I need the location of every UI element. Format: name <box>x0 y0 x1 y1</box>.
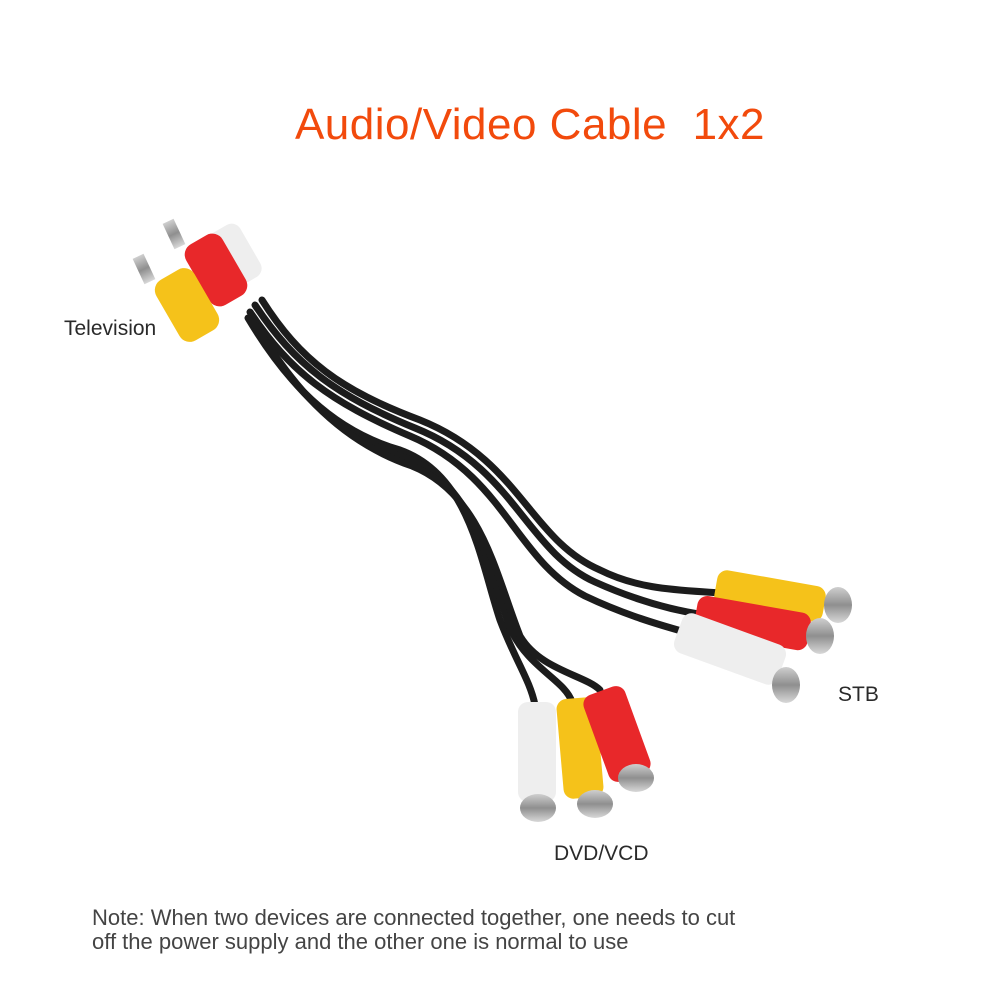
label-stb: STB <box>838 683 879 706</box>
product-title: Audio/Video Cable 1x2 <box>294 100 766 149</box>
usage-note: Note: When two devices are connected tog… <box>92 906 872 954</box>
label-dvd-vcd: DVD/VCD <box>554 842 649 865</box>
note-line-1: Note: When two devices are connected tog… <box>92 905 736 930</box>
label-television: Television <box>64 317 157 340</box>
note-line-2: off the power supply and the other one i… <box>92 929 629 954</box>
